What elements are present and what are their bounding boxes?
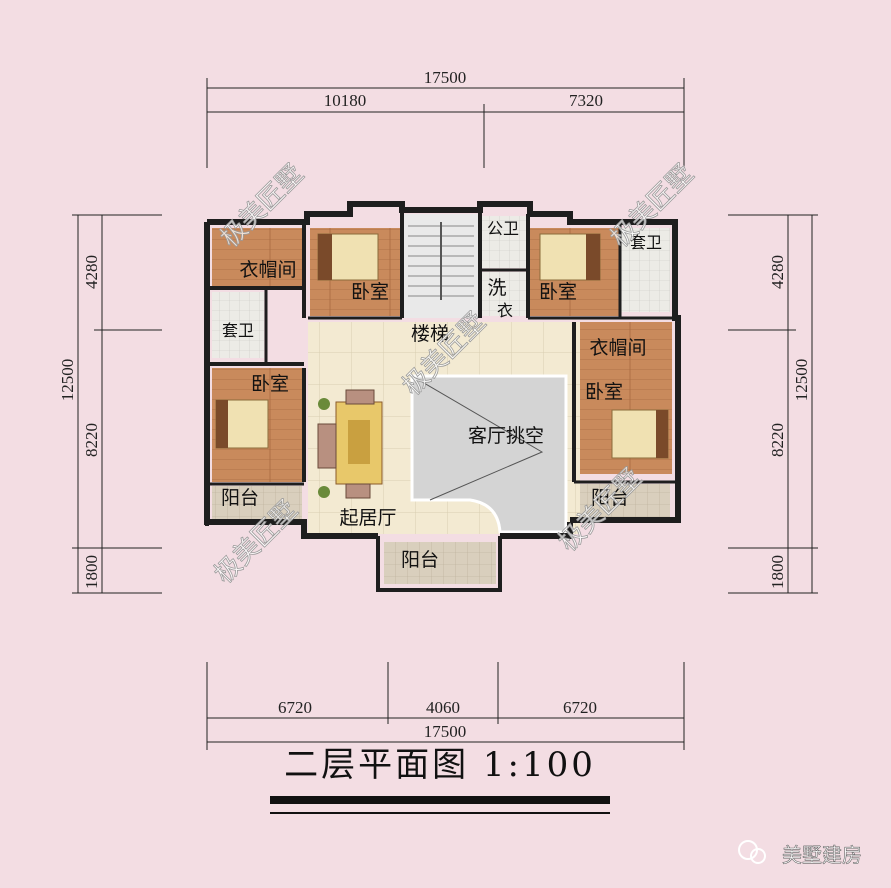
stair-treads [408, 222, 474, 300]
label-laundry: 衣 [497, 301, 513, 320]
label-family-room: 起居厅 [339, 507, 396, 529]
beds [215, 233, 669, 459]
balcony-rails [205, 522, 502, 592]
title-underline-thick [270, 796, 610, 804]
label-balcony-bottom: 阳台 [401, 549, 439, 571]
walls [204, 201, 681, 539]
brand-name: 美墅建房 [782, 843, 862, 867]
label-bedroom-right: 卧室 [585, 381, 623, 403]
living-void [410, 374, 568, 534]
dimension-lines [72, 78, 818, 750]
dim-top-total: 17500 [424, 68, 467, 87]
label-balcony-left: 阳台 [221, 487, 259, 509]
label-suite-bath-left: 套卫 [222, 321, 254, 340]
label-public-bath: 公卫 [487, 219, 519, 238]
dim-bottom-mid: 4060 [426, 698, 460, 717]
label-suite-bath-right: 套卫 [630, 233, 662, 252]
dim-left-total: 12500 [58, 359, 77, 402]
dim-left-bottom: 1800 [82, 555, 101, 589]
drawing-title: 二层平面图 1:100 [284, 745, 596, 785]
dim-top-right: 7320 [569, 91, 603, 110]
living-furniture [317, 389, 383, 499]
brand-logo [738, 840, 766, 864]
dim-top-left: 10180 [324, 91, 367, 110]
label-balcony-right: 阳台 [591, 487, 629, 509]
dim-left-upper: 4280 [82, 255, 101, 289]
label-void: 客厅挑空 [468, 425, 544, 447]
dim-left-lower: 8220 [82, 423, 101, 457]
label-wash: 洗 [487, 277, 506, 299]
dim-right-upper: 4280 [768, 255, 787, 289]
dim-bottom-right: 6720 [563, 698, 597, 717]
label-bedroom-top-left: 卧室 [351, 281, 389, 303]
dim-bottom-left: 6720 [278, 698, 312, 717]
dim-right-bottom: 1800 [768, 555, 787, 589]
title-underline-thin [270, 812, 610, 814]
label-wardrobe-right: 衣帽间 [589, 337, 646, 359]
dim-right-lower: 8220 [768, 423, 787, 457]
label-bedroom-top-right: 卧室 [539, 281, 577, 303]
label-stairs: 楼梯 [411, 323, 449, 345]
label-bedroom-left: 卧室 [251, 373, 289, 395]
dim-right-total: 12500 [792, 359, 811, 402]
label-wardrobe-left: 衣帽间 [239, 259, 296, 281]
dim-bottom-total: 17500 [424, 722, 467, 741]
